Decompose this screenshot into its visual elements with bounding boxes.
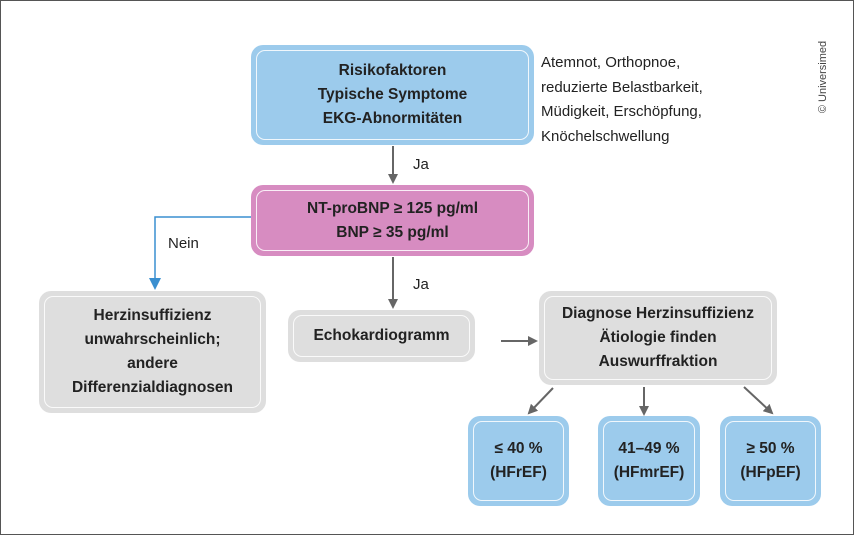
bnp-line: BNP ≥ 35 pg/ml xyxy=(336,223,449,241)
hfpef-box: ≥ 50 % (HFpEF) xyxy=(720,416,821,506)
unlikely-box: Herzinsuffizienz unwahrscheinlich; ander… xyxy=(39,291,266,413)
hfref-line: ≤ 40 % xyxy=(494,440,543,457)
hfmref-line: 41–49 % xyxy=(618,440,680,457)
diagnosis-line: Ätiologie finden xyxy=(599,329,717,346)
echo-box: Echokardiogramm xyxy=(288,310,475,362)
symptom-line: Knöchelschwellung xyxy=(541,127,670,145)
echo-line: Echokardiogramm xyxy=(313,327,450,344)
bnp-box: NT-proBNP ≥ 125 pg/ml BNP ≥ 35 pg/ml xyxy=(251,185,534,256)
risk-factors-box: Risikofaktoren Typische Symptome EKG-Abn… xyxy=(251,45,534,145)
diagnosis-line: Diagnose Herzinsuffizienz xyxy=(561,305,755,322)
symptom-line: Müdigkeit, Erschöpfung, xyxy=(541,103,702,120)
hfpef-line: (HFpEF) xyxy=(740,464,801,481)
unlikely-line: unwahrscheinlich; xyxy=(84,331,221,348)
unlikely-line: Differenzialdiagnosen xyxy=(71,379,234,396)
unlikely-line: Herzinsuffizienz xyxy=(93,307,212,324)
unlikely-line: andere xyxy=(127,355,178,372)
arrow-to-hfpef xyxy=(743,386,774,415)
hfpef-line: ≥ 50 % xyxy=(746,440,795,457)
edge-label-yes: Ja xyxy=(413,276,429,293)
hfref-box: ≤ 40 % (HFrEF) xyxy=(468,416,569,506)
arrow-bnp-to-unlikely xyxy=(149,216,251,290)
hfmref-box: 41–49 % (HFmrEF) xyxy=(598,416,700,506)
diagnosis-box: Diagnose Herzinsuffizienz Ätiologie find… xyxy=(539,291,777,385)
bnp-line: NT-proBNP ≥ 125 pg/ml xyxy=(307,199,478,217)
symptom-line: reduzierte Belastbarkeit, xyxy=(541,78,703,96)
arrow-to-hfref xyxy=(527,387,554,415)
diagnosis-line: Auswurffraktion xyxy=(598,353,718,370)
hfmref-line: (HFmrEF) xyxy=(613,464,685,481)
hfref-line: (HFrEF) xyxy=(490,464,547,481)
risk-line: Risikofaktoren xyxy=(338,62,447,79)
edge-label-no: Nein xyxy=(168,235,199,252)
edge-label-yes: Ja xyxy=(413,156,429,173)
symptom-line: Atemnot, Orthopnoe, xyxy=(541,54,681,71)
risk-line: EKG-Abnormitäten xyxy=(322,110,463,127)
symptoms-text: Atemnot, Orthopnoe, reduzierte Belastbar… xyxy=(541,51,703,149)
risk-line: Typische Symptome xyxy=(317,86,468,103)
copyright-text: © Universimed xyxy=(817,40,829,114)
